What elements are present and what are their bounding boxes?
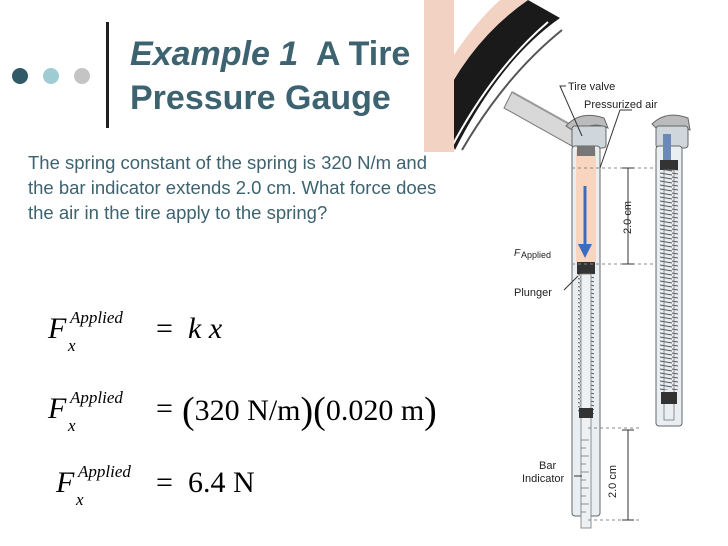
eq2-equals: = [156,392,173,425]
eq3-equals: = [156,466,173,499]
eq2-displacement: 0.020 m [325,394,425,427]
label-dimension-top: 2.0 cm [622,201,634,234]
dot-dark [12,68,28,84]
label-plunger: Plunger [514,287,552,299]
label-dimension-bottom: 2.0 cm [607,465,619,498]
title-line2: Pressure Gauge [130,79,391,117]
label-force-applied: Applied [521,250,551,260]
dot-light-blue [43,68,59,84]
label-tire-valve: Tire valve [568,81,615,93]
gauge-left [565,114,609,529]
leader-lines [559,85,632,477]
dot-gray [74,68,90,84]
eq3-subscript: x [76,490,84,509]
eq1-rhs: k x [188,312,223,345]
dimension-lines [622,167,634,521]
eq2-superscript: Applied [70,388,123,407]
eq1-subscript: x [68,336,76,355]
label-indicator: Indicator [522,473,565,485]
tire-section [424,0,563,152]
equation-1: F Applied x = k x [48,308,288,358]
valve-stem [503,91,581,147]
equation-2: F Applied x = (320 N/m)(0.020 m) [48,388,488,438]
eq3-superscript: Applied [78,462,131,481]
label-pressurized-air: Pressurized air [584,99,658,111]
eq2-subscript: x [68,416,76,435]
label-force-symbol: F [514,248,521,259]
gauge-right [651,114,691,427]
eq1-force-symbol: F [48,312,67,345]
title-line1: A Tire [315,35,411,73]
title-example: Example 1 [130,35,299,73]
eq1-equals: = [156,312,173,345]
eq2-spring-constant: 320 N/m [194,394,301,427]
slide-title: Example 1 A Tire Pressure Gauge [130,32,410,120]
eq2-force-symbol: F [48,392,67,425]
eq3-rhs: 6.4 N [188,466,255,499]
eq1-superscript: Applied [70,308,123,327]
title-divider [106,22,109,128]
eq2-rhs: (320 N/m)(0.020 m) [182,390,437,432]
equation-3: F Applied x = 6.4 N [56,462,296,512]
eq3-force-symbol: F [56,466,75,499]
label-bar: Bar [539,460,556,472]
problem-statement: The spring constant of the spring is 320… [28,152,437,223]
